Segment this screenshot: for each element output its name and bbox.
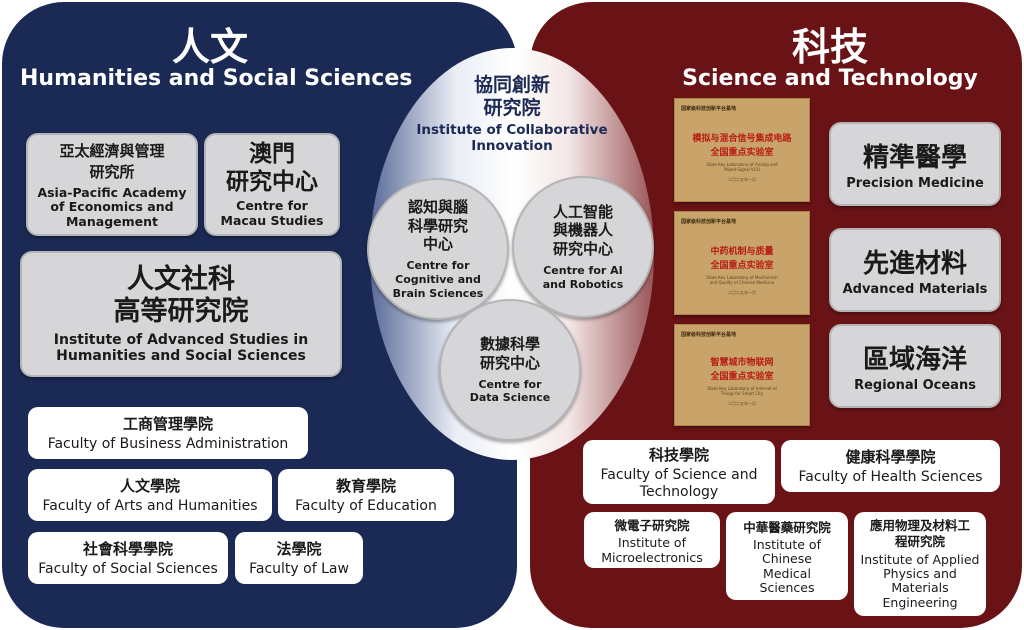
ccbs-en: Centre for Cognitive and Brain Sciences (392, 259, 484, 300)
ici-title-en: Institute of Collaborative Innovation (416, 121, 608, 154)
iapme-zh: 應用物理及材料工程研究院 (870, 518, 971, 550)
institute-microelectronics-box[interactable]: 微電子研究院 Institute of Microelectronics (584, 512, 720, 568)
precision-en: Precision Medicine (846, 175, 984, 191)
apaem-zh-1: 亞太經濟與管理 (59, 141, 165, 160)
cds-zh-1: 數據科學 (479, 335, 540, 353)
icms-en: Institute of Chinese Medical Sciences (753, 536, 821, 595)
fhs-zh: 健康科學學院 (845, 448, 936, 467)
lab-plaque-smart-city: 国家级科技创新平台基地 智慧城市物联网 全国重点实验室 State Key La… (674, 324, 810, 426)
fst-zh: 科技學院 (648, 446, 709, 465)
fah-zh: 人文學院 (119, 477, 180, 496)
lab-sc-type: 全国重点实验室 (710, 372, 774, 382)
cair-zh-3: 研究中心 (552, 240, 613, 259)
ici-title-zh-1: 協同創新 (473, 74, 550, 96)
macau-zh-2: 研究中心 (226, 168, 318, 195)
lab-sc-header: 国家级科技创新平台基地 (681, 332, 737, 338)
fba-en: Faculty of Business Administration (47, 436, 289, 453)
lab-sc-date: 二〇二五年一月 (728, 401, 756, 406)
faculty-business-box[interactable]: 工商管理學院 Faculty of Business Administratio… (28, 407, 308, 459)
precision-zh: 精準醫學 (862, 142, 967, 173)
macau-en: Centre for Macau Studies (220, 198, 324, 228)
cognitive-brain-circle[interactable]: 認知與腦 科學研究 中心 Centre for Cognitive and Br… (367, 178, 509, 320)
fed-en: Faculty of Education (295, 498, 437, 515)
ici-title[interactable]: 協同創新 研究院 Institute of Collaborative Inno… (400, 74, 624, 154)
advanced-materials-box[interactable]: 先進材料 Advanced Materials (829, 228, 1001, 312)
ime-zh: 微電子研究院 (614, 518, 690, 534)
macau-zh-1: 澳門 (249, 141, 295, 168)
ai-robotics-circle[interactable]: 人工智能 與機器人 研究中心 Centre for AI and Robotic… (512, 176, 654, 318)
faculty-arts-box[interactable]: 人文學院 Faculty of Arts and Humanities (28, 469, 272, 521)
faculty-education-box[interactable]: 教育學院 Faculty of Education (278, 469, 454, 521)
lab-vlsi-en: State Key Laboratory of Analog and Mixed… (706, 162, 778, 173)
lab-cm-en: State Key Laboratory of Mechanism and Qu… (706, 275, 778, 286)
materials-en: Advanced Materials (842, 281, 988, 297)
lab-vlsi-date: 二〇二五年一月 (728, 177, 756, 182)
materials-zh: 先進材料 (862, 248, 967, 279)
lab-plaque-chinese-medicine: 国家级科技创新平台基地 中药机制与质量 全国重点实验室 State Key La… (674, 211, 810, 315)
lab-cm-type: 全国重点实验室 (710, 261, 774, 271)
lab-vlsi-name: 模拟与混合信号集成电路 (692, 134, 792, 144)
humanities-title-en: Humanities and Social Sciences (20, 66, 413, 91)
lab-sc-en: State Key Laboratory of Internet of Thin… (707, 386, 777, 397)
fhs-en: Faculty of Health Sciences (798, 469, 983, 486)
fss-zh: 社會科學學院 (82, 540, 173, 559)
ccbs-zh-2: 科學研究 (407, 216, 468, 235)
data-science-circle[interactable]: 數據科學 研究中心 Centre for Data Science (439, 299, 581, 441)
cds-en: Centre for Data Science (469, 377, 551, 405)
ime-en: Institute of Microelectronics (601, 535, 703, 565)
science-title-en: Science and Technology (682, 66, 978, 91)
fll-zh: 法學院 (276, 540, 322, 559)
lab-cm-header: 国家级科技创新平台基地 (681, 219, 737, 225)
oceans-en: Regional Oceans (854, 377, 976, 393)
cair-zh-2: 與機器人 (552, 221, 613, 240)
apaem-zh-2: 研究所 (89, 162, 135, 181)
fed-zh: 教育學院 (335, 477, 396, 496)
cair-en: Centre for AI and Robotics (542, 263, 624, 291)
precision-medicine-box[interactable]: 精準醫學 Precision Medicine (829, 122, 1001, 206)
iahss-box[interactable]: 人文社科 高等研究院 Institute of Advanced Studies… (20, 251, 342, 377)
iahss-zh-2: 高等研究院 (113, 295, 249, 327)
lab-vlsi-header: 国家级科技创新平台基地 (681, 106, 737, 112)
ccbs-zh-1: 認知與腦 (407, 197, 468, 216)
science-title-zh: 科技 (791, 25, 868, 69)
fst-en: Faculty of Science and Technology (600, 467, 758, 500)
lab-cm-date: 二〇二五年一月 (728, 290, 756, 295)
faculty-social-sciences-box[interactable]: 社會科學學院 Faculty of Social Sciences (28, 532, 228, 584)
icms-zh: 中華醫藥研究院 (743, 519, 831, 535)
fss-en: Faculty of Social Sciences (38, 561, 218, 578)
fah-en: Faculty of Arts and Humanities (42, 498, 258, 515)
macau-studies-box[interactable]: 澳門 研究中心 Centre for Macau Studies (204, 133, 340, 236)
cair-zh-1: 人工智能 (552, 202, 613, 221)
cds-zh-2: 研究中心 (479, 353, 540, 372)
institute-applied-physics-box[interactable]: 應用物理及材料工程研究院 Institute of Applied Physic… (854, 512, 986, 616)
iapme-en: Institute of Applied Physics and Materia… (860, 551, 980, 610)
ici-title-zh-2: 研究院 (483, 96, 541, 119)
ccbs-zh-3: 中心 (422, 235, 453, 254)
iahss-zh-1: 人文社科 (127, 263, 235, 295)
fll-en: Faculty of Law (249, 561, 349, 578)
faculty-law-box[interactable]: 法學院 Faculty of Law (235, 532, 363, 584)
apaem-box[interactable]: 亞太經濟與管理 研究所 Asia-Pacific Academy of Econ… (26, 133, 198, 236)
oceans-zh: 區域海洋 (862, 344, 967, 375)
fba-zh: 工商管理學院 (122, 415, 213, 434)
lab-plaque-vlsi: 国家级科技创新平台基地 模拟与混合信号集成电路 全国重点实验室 State Ke… (674, 98, 810, 202)
lab-vlsi-type: 全国重点实验室 (710, 148, 774, 158)
regional-oceans-box[interactable]: 區域海洋 Regional Oceans (829, 324, 1001, 408)
lab-sc-name: 智慧城市物联网 (710, 358, 774, 368)
institute-chinese-medical-box[interactable]: 中華醫藥研究院 Institute of Chinese Medical Sci… (726, 512, 848, 600)
humanities-title-zh: 人文 (171, 25, 248, 69)
iahss-en: Institute of Advanced Studies in Humanit… (53, 332, 309, 365)
apaem-en: Asia-Pacific Academy of Economics and Ma… (37, 184, 187, 229)
faculty-health-sciences-box[interactable]: 健康科學學院 Faculty of Health Sciences (781, 440, 1000, 492)
lab-cm-name: 中药机制与质量 (710, 247, 774, 257)
faculty-science-technology-box[interactable]: 科技學院 Faculty of Science and Technology (583, 440, 775, 504)
